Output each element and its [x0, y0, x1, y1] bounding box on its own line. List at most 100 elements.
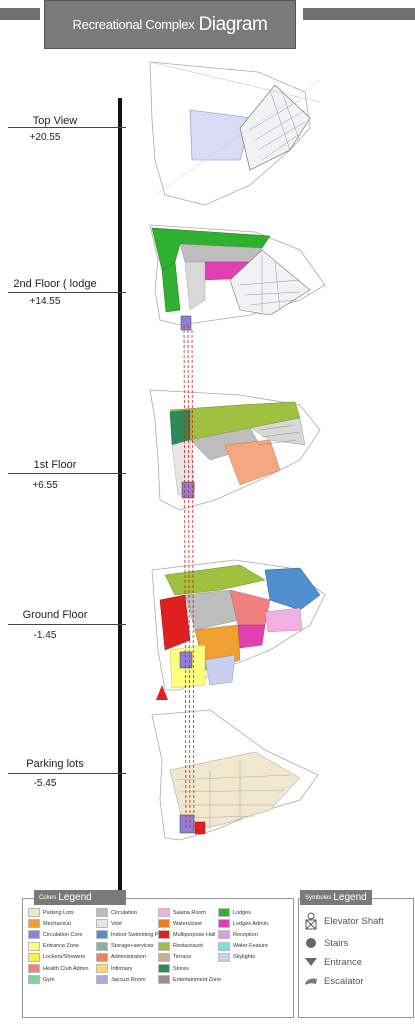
- parking-plan: [151, 709, 319, 841]
- legend-item: Entertainment Zone: [158, 975, 221, 985]
- legend-item: Skylights: [218, 952, 256, 962]
- legend-swatch: [96, 908, 108, 917]
- symbols-legend-title: Symboles Legend: [300, 890, 372, 905]
- legend-swatch: [28, 952, 40, 962]
- legend-label: Entrance Zone: [43, 943, 80, 950]
- legend-swatch: [28, 964, 40, 973]
- legend-swatch: [218, 908, 230, 917]
- legend-label: Health Club Admin: [43, 965, 89, 972]
- symbol-stairs: Stairs: [304, 936, 348, 950]
- legend-item: Reception: [218, 930, 258, 940]
- legend-label: Infirmary: [111, 965, 133, 972]
- legend-swatch: [28, 919, 40, 929]
- legend-item: Storage+services: [96, 941, 154, 951]
- legend-label: Terrace: [173, 954, 192, 961]
- legend-swatch: [28, 941, 40, 951]
- level-elevation: +14.55: [29, 296, 61, 307]
- legend-item: Entrance Zone: [28, 941, 80, 951]
- level-elevation: +20.55: [29, 132, 61, 143]
- elevation-axis-line: [118, 98, 122, 964]
- legend-swatch: [96, 975, 108, 985]
- legend-label: Parking Lots: [43, 909, 74, 916]
- level-line: [8, 292, 126, 293]
- legend-label: Reception: [233, 931, 258, 938]
- legend-swatch: [96, 919, 108, 929]
- legend-label: Skylights: [233, 954, 256, 961]
- legend-item: Water Feature: [218, 941, 268, 951]
- legend-label: Lodges: [233, 909, 252, 916]
- colors-legend-title: Colors Legend: [34, 890, 126, 905]
- ground-floor-plan: [151, 559, 326, 700]
- legend-swatch: [158, 919, 170, 929]
- legend-item: Indoor Swimming Pool: [96, 930, 166, 940]
- legend-item: Void: [96, 919, 122, 929]
- legend-item: Health Club Admin: [28, 964, 89, 973]
- legend-label: Circulation Core: [43, 931, 83, 938]
- legend-item: Sawna Room: [158, 908, 206, 917]
- legend-item: Circulation Core: [28, 930, 83, 940]
- header-bar-left: [0, 8, 40, 20]
- symbol-label: Escalator: [324, 975, 364, 987]
- legend-swatch: [158, 930, 170, 940]
- legend-label: Sawna Room: [173, 909, 207, 916]
- legend-item: Terrace: [158, 952, 192, 962]
- legend-label: Storage+services: [111, 943, 154, 950]
- legend-swatch: [218, 952, 230, 962]
- legend-label: Lockers/Showers: [43, 954, 86, 961]
- legend-label: Circulation: [111, 909, 137, 916]
- legend-label: Lodges Admin.: [233, 920, 270, 927]
- legend-label: Jaccuzi Room: [111, 976, 146, 983]
- legend-swatch: [28, 975, 40, 985]
- legend-swatch: [96, 941, 108, 951]
- legend-item: Parking Lots: [28, 908, 74, 917]
- level-label-2nd-floor: 2nd Floor ( lodge: [13, 278, 97, 290]
- legend-item: Lodges: [218, 908, 251, 917]
- level-line: [8, 127, 126, 128]
- legend-item: Watercloset: [158, 919, 202, 929]
- header-bar-right: [303, 8, 415, 20]
- level-line: [8, 624, 126, 625]
- legend-label: Mechanical: [43, 920, 71, 927]
- legend-label: Water Feature: [233, 943, 268, 950]
- legend-swatch: [28, 908, 40, 917]
- legend-item: Lodges Admin.: [218, 919, 270, 929]
- legend-swatch: [218, 930, 230, 940]
- level-elevation: -5.45: [33, 778, 57, 789]
- legend-swatch: [96, 930, 108, 940]
- legend-swatch: [158, 908, 170, 917]
- legend-label: Stores: [173, 965, 189, 972]
- page-title: Recreational Complex Diagram: [44, 0, 296, 49]
- legend-label: Watercloset: [173, 920, 202, 927]
- legend-item: Jaccuzi Room: [96, 975, 146, 985]
- legend-label: Administration: [111, 954, 146, 961]
- top-view-plan: [149, 61, 321, 206]
- level-elevation: -1.45: [33, 630, 57, 641]
- legend-swatch: [158, 964, 170, 973]
- legend-item: Circulation: [96, 908, 137, 917]
- entrance-icon: [304, 955, 318, 969]
- level-label-parking: Parking lots: [26, 758, 84, 770]
- legend-item: Gym: [28, 975, 55, 985]
- legend-swatch: [158, 941, 170, 951]
- legend-item: Stores: [158, 964, 189, 973]
- legend-swatch: [158, 975, 170, 985]
- legend-label: Gym: [43, 976, 55, 983]
- second-floor-plan: [149, 224, 326, 331]
- stairs-icon: [304, 936, 318, 950]
- symbol-label: Elevator Shaft: [324, 915, 384, 927]
- symbol-label: Entrance: [324, 956, 363, 968]
- symbol-escalator: Escalator: [304, 974, 364, 988]
- legend-swatch: [96, 952, 108, 962]
- level-label-top-view: Top View: [32, 115, 78, 127]
- legend-item: Infirmary: [96, 964, 132, 973]
- elevator-shaft-icon: [304, 912, 318, 930]
- legend-label: Restauraunt: [173, 943, 203, 950]
- legend-swatch: [96, 964, 108, 973]
- legend-swatch: [218, 941, 230, 951]
- legend-label: Void: [111, 920, 122, 927]
- symbol-entrance: Entrance: [304, 955, 362, 969]
- legend-swatch: [218, 919, 230, 929]
- symbol-elevator-shaft: Elevator Shaft: [304, 912, 384, 930]
- legend-item: Lockers/Showers: [28, 952, 86, 962]
- legend-item: Restauraunt: [158, 941, 203, 951]
